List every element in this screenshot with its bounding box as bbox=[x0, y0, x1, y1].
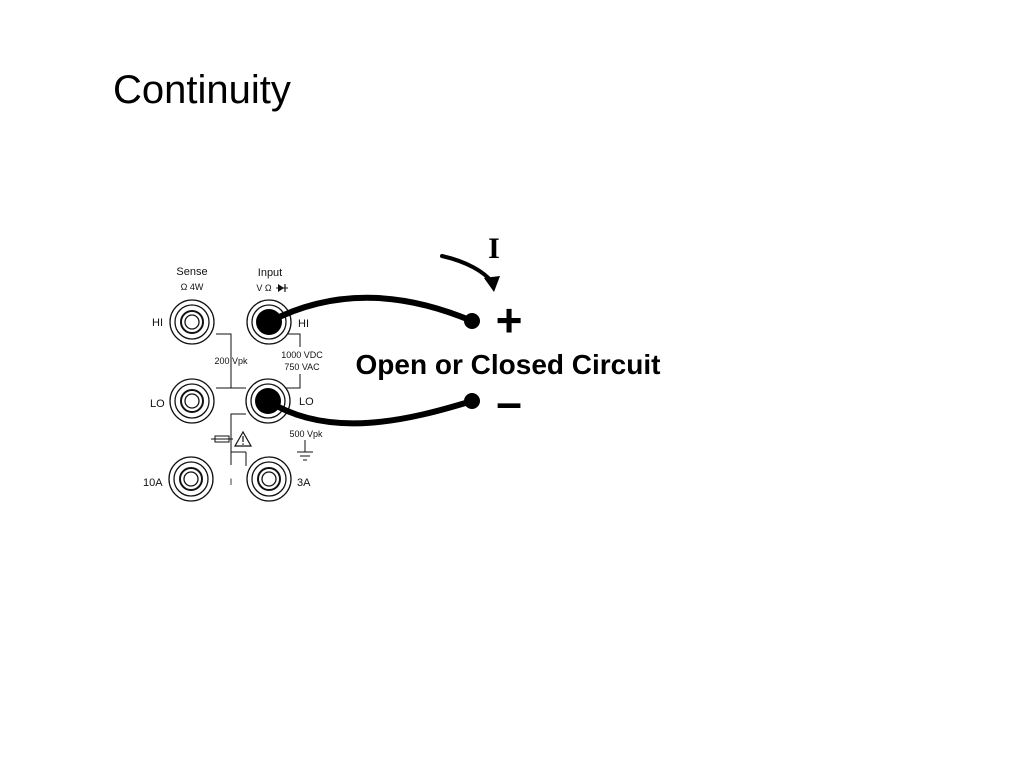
sense-hi-terminal bbox=[169, 299, 215, 345]
positive-lead-tip bbox=[464, 313, 480, 329]
current-terminal-label: I bbox=[230, 477, 233, 487]
fuse-icon bbox=[211, 435, 233, 443]
rating-1000vdc: 1000 VDC bbox=[281, 350, 323, 360]
input-lo-label: LO bbox=[299, 396, 314, 408]
terminal-3a-label: 3A bbox=[297, 477, 311, 489]
sense-hi-label: HI bbox=[152, 317, 163, 329]
plus-sign: + bbox=[496, 294, 523, 346]
rating-750vac: 750 VAC bbox=[284, 362, 320, 372]
input-header: Input bbox=[258, 267, 282, 279]
terminal-3a bbox=[246, 456, 292, 502]
diode-icon bbox=[276, 284, 288, 292]
current-label: I bbox=[488, 232, 500, 265]
device-label: Open or Closed Circuit bbox=[356, 349, 661, 380]
terminal-10a-label: 10A bbox=[143, 477, 163, 489]
positive-test-lead bbox=[266, 294, 475, 325]
current-arrowhead-icon bbox=[484, 276, 500, 292]
rating-500vpk: 500 Vpk bbox=[289, 429, 323, 439]
negative-lead-tip bbox=[464, 393, 480, 409]
sense-subheader: Ω 4W bbox=[181, 282, 204, 292]
terminal-10a bbox=[168, 456, 214, 502]
slide-title: Continuity bbox=[113, 68, 291, 112]
warning-icon bbox=[233, 430, 253, 447]
negative-test-lead bbox=[265, 398, 475, 427]
sense-header: Sense bbox=[176, 266, 207, 278]
minus-sign: – bbox=[496, 376, 522, 428]
sense-lo-label: LO bbox=[150, 398, 165, 410]
panel-wiring bbox=[216, 333, 313, 466]
rating-200vpk: 200 Vpk bbox=[214, 356, 248, 366]
input-subheader: V Ω bbox=[256, 283, 272, 293]
sense-lo-terminal bbox=[169, 378, 215, 424]
input-hi-label: HI bbox=[298, 318, 309, 330]
